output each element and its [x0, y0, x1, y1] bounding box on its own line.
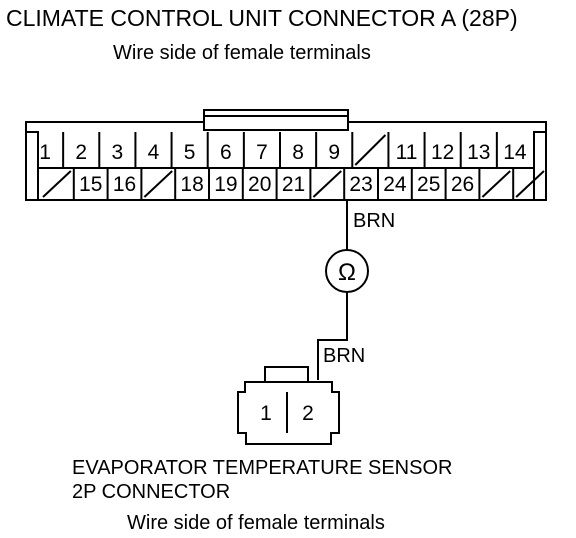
sensor-connector-title-line-1: EVAPORATOR TEMPERATURE SENSOR [72, 457, 452, 479]
sensor-connector-2p: 1 2 [237, 366, 340, 445]
terminal-9: 9 [328, 141, 340, 164]
terminal-5: 5 [184, 141, 196, 164]
terminal-19: 19 [214, 173, 237, 196]
connector-a-subtitle: Wire side of female terminals [113, 42, 371, 64]
sensor-connector-title-line-2: 2P CONNECTOR [72, 481, 230, 503]
terminal-4: 4 [148, 141, 160, 164]
sensor-connector-pin-1: 1 [260, 402, 272, 425]
terminal-8: 8 [292, 141, 304, 164]
terminal-24: 24 [383, 173, 407, 196]
sensor-connector-pin-2: 2 [302, 402, 314, 425]
empty-cavity-slash [42, 170, 72, 198]
empty-cavity-slash [481, 170, 511, 198]
empty-cavity-slash [515, 170, 545, 198]
terminal-20: 20 [248, 173, 271, 196]
terminal-16: 16 [113, 173, 136, 196]
ohm-symbol: Ω [338, 259, 356, 286]
wire-color-label-upper: BRN [353, 210, 395, 232]
terminal-2: 2 [75, 141, 87, 164]
sensor-connector-subtitle: Wire side of female terminals [127, 512, 385, 534]
terminal-26: 26 [451, 173, 474, 196]
evaporator-temperature-sensor: Ω [325, 249, 369, 293]
terminal-14: 14 [503, 141, 527, 164]
terminal-25: 25 [417, 173, 440, 196]
sensor-connector-lock-tab [264, 366, 309, 383]
wire-color-label-lower: BRN [323, 345, 365, 367]
connector-a-title: CLIMATE CONTROL UNIT CONNECTOR A (28P) [6, 5, 518, 31]
connector-a-right-rail [533, 131, 547, 201]
terminal-3: 3 [112, 141, 124, 164]
terminal-11: 11 [396, 141, 418, 164]
sensor-connector-housing [237, 381, 340, 445]
empty-cavity-slash [143, 170, 173, 198]
terminal-15: 15 [79, 173, 102, 196]
connector-a-lock-tab [203, 115, 349, 131]
terminal-1: 1 [39, 141, 51, 164]
terminal-6: 6 [220, 141, 232, 164]
connector-a-row-2: 15 16 18 19 20 21 23 24 25 26 [42, 168, 545, 200]
terminal-23: 23 [349, 173, 372, 196]
terminal-7: 7 [256, 141, 268, 164]
terminal-18: 18 [180, 173, 203, 196]
empty-cavity-slash [354, 134, 387, 166]
terminal-13: 13 [467, 141, 490, 164]
terminal-12: 12 [431, 141, 454, 164]
wire-lower-segment [317, 292, 348, 380]
connector-a-left-rail [25, 131, 39, 201]
empty-cavity-slash [312, 170, 342, 198]
terminal-21: 21 [282, 173, 305, 196]
